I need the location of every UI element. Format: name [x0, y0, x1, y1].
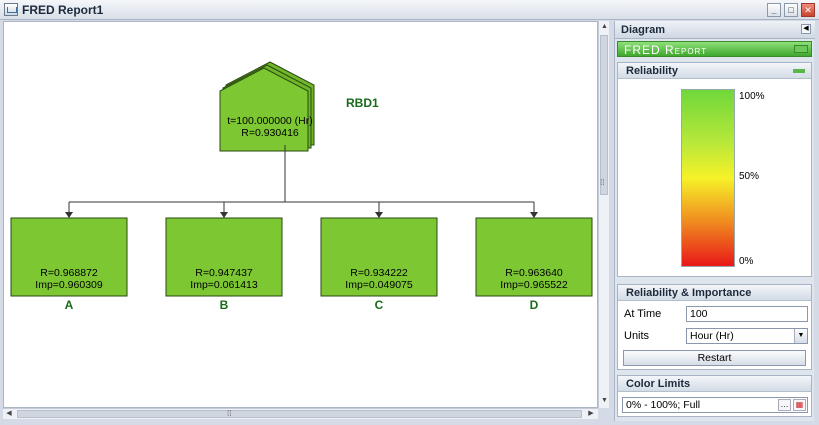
reliability-section: Reliability 100% 50% 0% [617, 62, 812, 277]
rel-importance-header[interactable]: Reliability & Importance [618, 285, 811, 301]
panel-collapse-icon[interactable]: ◀ [801, 24, 811, 34]
horizontal-grip-icon[interactable]: ⁞⁞ [227, 409, 232, 418]
block-a-reliability: R=0.968872 [40, 267, 98, 279]
block-c-label: C [374, 298, 384, 312]
block-c-reliability: R=0.934222 [350, 267, 408, 279]
ellipsis-icon[interactable]: … [778, 399, 791, 411]
close-button[interactable]: ✕ [801, 3, 815, 17]
block-b-importance: Imp=0.061413 [190, 279, 258, 291]
vertical-scrollbar[interactable]: ▲ ▼ [598, 21, 609, 408]
horizontal-scrollbar[interactable]: ◀ ▶ [3, 408, 598, 419]
chevron-down-icon[interactable]: ▼ [794, 329, 807, 343]
block-d[interactable] [475, 217, 593, 297]
rbd-root-reliability: R=0.930416 [241, 127, 299, 139]
horizontal-scroll-thumb[interactable] [17, 410, 582, 418]
block-c-text: R=0.934222 Imp=0.049075 [321, 267, 437, 291]
units-select[interactable]: Hour (Hr) ▼ [686, 328, 808, 344]
color-limits-title: Color Limits [626, 378, 691, 390]
block-b-reliability: R=0.947437 [195, 267, 253, 279]
reliability-header[interactable]: Reliability [618, 63, 811, 79]
block-b[interactable] [165, 217, 283, 297]
rbd-root-name: RBD1 [346, 96, 379, 110]
arrow-a-icon [65, 212, 73, 218]
scale-top-label: 100% [739, 91, 765, 102]
splitter-grip-icon[interactable]: ⁞⁞ [600, 178, 605, 187]
block-c-importance: Imp=0.049075 [345, 279, 413, 291]
banner-toggle-icon[interactable] [794, 45, 808, 53]
color-limits-input[interactable]: 0% - 100%; Full … ▦ [622, 397, 808, 413]
reliability-collapse-icon[interactable] [793, 69, 805, 73]
panel-header: Diagram ◀ [615, 21, 815, 39]
block-b-label: B [219, 298, 229, 312]
window-title: FRED Report1 [22, 3, 104, 17]
color-palette-icon[interactable]: ▦ [793, 399, 806, 411]
arrow-d-icon [530, 212, 538, 218]
scroll-up-icon[interactable]: ▲ [601, 23, 608, 30]
color-limits-value: 0% - 100%; Full [626, 399, 701, 411]
block-d-importance: Imp=0.965522 [500, 279, 568, 291]
color-limits-header[interactable]: Color Limits [618, 376, 811, 392]
block-d-text: R=0.963640 Imp=0.965522 [476, 267, 592, 291]
block-a-text: R=0.968872 Imp=0.960309 [11, 267, 127, 291]
rel-importance-section: Reliability & Importance At Time 100 Uni… [617, 284, 812, 370]
block-d-label: D [529, 298, 539, 312]
reliability-title: Reliability [626, 65, 678, 77]
diagram-panel: Diagram ◀ FRED Report Reliability 100% 5… [614, 21, 815, 421]
at-time-label: At Time [624, 308, 662, 320]
diagram-connectors [10, 61, 593, 297]
minimize-button[interactable]: _ [767, 3, 781, 17]
block-a-label: A [64, 298, 74, 312]
diagram-canvas[interactable]: RBD1 t=100.000000 (Hr) R=0.930416 R=0.96… [3, 21, 598, 408]
block-a-importance: Imp=0.960309 [35, 279, 103, 291]
maximize-button[interactable]: □ [784, 3, 798, 17]
scroll-right-icon[interactable]: ▶ [588, 410, 594, 417]
scale-bottom-label: 0% [739, 256, 754, 267]
block-d-reliability: R=0.963640 [505, 267, 563, 279]
block-c[interactable] [320, 217, 438, 297]
vertical-scroll-thumb[interactable] [600, 35, 608, 195]
scale-mid-label: 50% [739, 171, 760, 182]
report-window-icon [4, 3, 18, 16]
rbd-root-text: t=100.000000 (Hr) R=0.930416 [226, 115, 314, 139]
reliability-color-scale [681, 89, 735, 267]
arrow-b-icon [220, 212, 228, 218]
window-titlebar: FRED Report1 _ □ ✕ [0, 0, 819, 20]
units-label: Units [624, 330, 650, 342]
rbd-root-node[interactable] [219, 67, 309, 152]
units-value: Hour (Hr) [690, 330, 734, 342]
restart-button[interactable]: Restart [623, 350, 806, 366]
panel-title: Diagram [621, 24, 666, 36]
block-a[interactable] [10, 217, 128, 297]
rbd-root-time: t=100.000000 (Hr) [227, 115, 313, 127]
fred-report-title: FRED Report [624, 43, 708, 57]
scroll-down-icon[interactable]: ▼ [601, 397, 608, 404]
at-time-input[interactable]: 100 [686, 306, 808, 322]
scroll-left-icon[interactable]: ◀ [6, 410, 12, 417]
arrow-c-icon [375, 212, 383, 218]
rel-importance-title: Reliability & Importance [626, 287, 752, 299]
fred-report-banner: FRED Report [617, 41, 812, 57]
color-limits-section: Color Limits 0% - 100%; Full … ▦ [617, 375, 812, 417]
block-b-text: R=0.947437 Imp=0.061413 [166, 267, 282, 291]
